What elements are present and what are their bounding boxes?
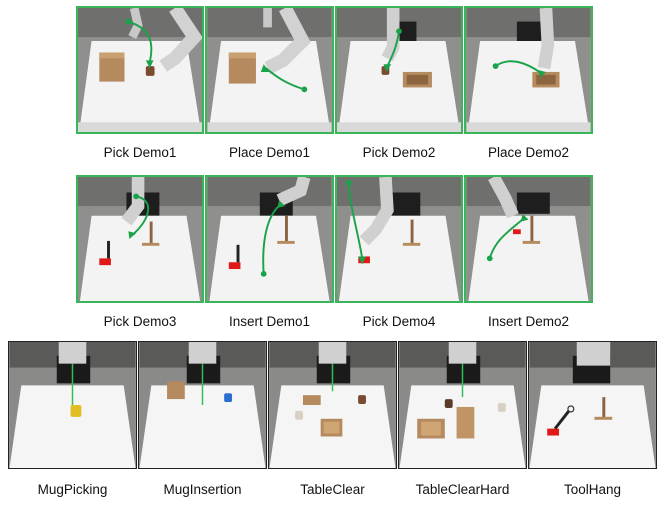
insert-demo1-image: [205, 175, 334, 303]
pick-demo3-image: [76, 175, 204, 303]
pick-demo2-image: [335, 6, 463, 134]
place-demo1-image: [205, 6, 334, 134]
pick-demo4-image: [335, 175, 463, 303]
place-demo2-image: [464, 6, 593, 134]
tableclearhard-image: [398, 341, 527, 469]
mugpicking-image: [8, 341, 137, 469]
place-demo1-caption: Place Demo1: [228, 145, 311, 160]
toolhang-caption: ToolHang: [563, 482, 622, 497]
toolhang-image: [528, 341, 657, 469]
tableclear-caption: TableClear: [300, 482, 365, 497]
muginsertion-image: [138, 341, 267, 469]
tableclear-image: [268, 341, 397, 469]
muginsertion-caption: MugInsertion: [163, 482, 242, 497]
pick-demo1-caption: Pick Demo1: [103, 145, 177, 160]
insert-demo2-image: [464, 175, 593, 303]
mugpicking-caption: MugPicking: [37, 482, 108, 497]
insert-demo2-caption: Insert Demo2: [487, 314, 570, 329]
pick-demo1-image: [76, 6, 204, 134]
pick-demo2-caption: Pick Demo2: [362, 145, 436, 160]
insert-demo1-caption: Insert Demo1: [228, 314, 311, 329]
place-demo2-caption: Place Demo2: [487, 145, 570, 160]
tableclearhard-caption: TableClearHard: [415, 482, 510, 497]
pick-demo3-caption: Pick Demo3: [103, 314, 177, 329]
pick-demo4-caption: Pick Demo4: [362, 314, 436, 329]
